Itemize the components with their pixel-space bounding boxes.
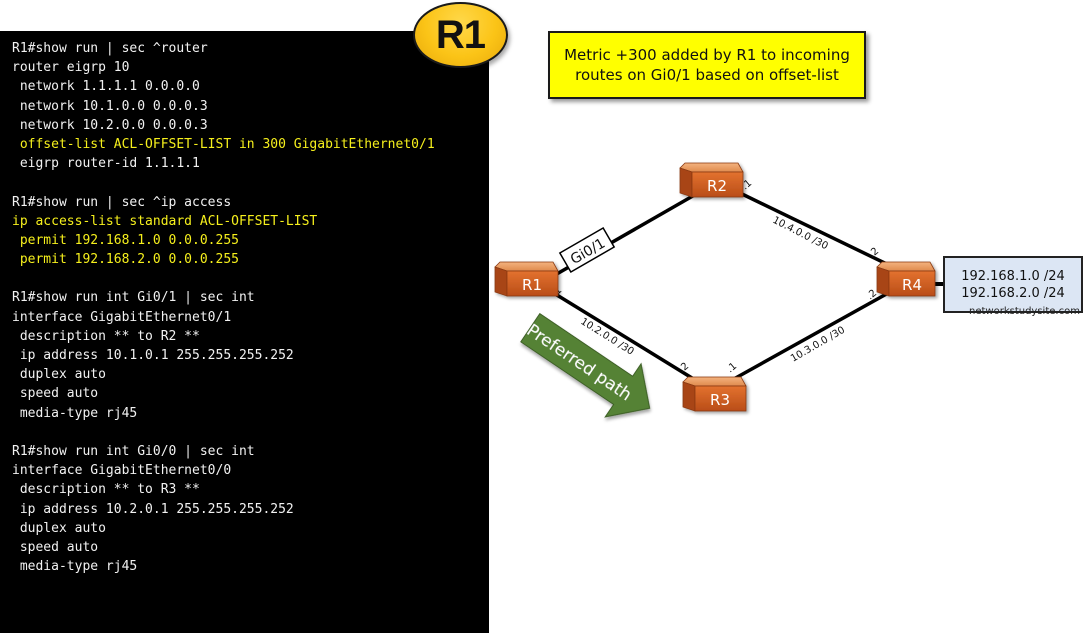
terminal-line: duplex auto [12,367,106,383]
terminal-line: offset-list ACL-OFFSET-LIST in 300 Gigab… [12,136,435,152]
interface-tag-gi0-1: Gi0/1 [558,226,616,274]
terminal-line: duplex auto [12,520,106,536]
metric-note: Metric +300 added by R1 to incoming rout… [548,31,866,99]
terminal-line: description ** to R2 ** [12,328,200,344]
ip-end-r3-r1: .2 [677,361,691,376]
terminal-line: R1#show run | sec ^router [12,41,208,56]
terminal-line: description ** to R3 ** [12,482,200,498]
terminal-line: ip address 10.2.0.1 255.255.255.252 [12,501,294,517]
terminal-line: network 1.1.1.1 0.0.0.0 [12,79,200,95]
router-r2-label: R2 [707,177,727,195]
terminal-line: R1#show run | sec ^ip access [12,194,232,210]
router-r1[interactable]: R1 [494,261,559,297]
ip-end-r3-r4: .1 [725,361,739,376]
terminal-line: permit 192.168.1.0 0.0.0.255 [12,232,239,248]
ip-end-r4-r2: .2 [867,246,881,261]
router-r3-label: R3 [710,391,730,409]
router-r4-label: R4 [902,276,922,294]
lan-networks-box: 192.168.1.0 /24 192.168.2.0 /24 [943,256,1083,313]
terminal-line: media-type rj45 [12,405,138,421]
terminal-line: router eigrp 10 [12,60,130,76]
router-r1-label: R1 [522,276,542,294]
terminal-line: network 10.2.0.0 0.0.0.3 [12,117,208,133]
router-r4[interactable]: R4 [876,261,936,297]
terminal-output: R1#show run | sec ^router router eigrp 10… [12,39,435,576]
terminal-line: permit 192.168.2.0 0.0.0.255 [12,252,239,268]
terminal-line: ip address 10.1.0.1 255.255.255.252 [12,348,294,363]
terminal-panel: R1#show run | sec ^router router eigrp 10… [0,31,489,633]
lan-network-1: 192.168.1.0 /24 [961,268,1065,284]
terminal-line: interface GigabitEthernet0/0 [12,463,232,479]
terminal-line: ip access-list standard ACL-OFFSET-LIST [12,213,318,229]
metric-note-line1: Metric +300 added by R1 to incoming [564,46,850,64]
device-badge-label: R1 [435,12,486,57]
terminal-line: eigrp router-id 1.1.1.1 [12,156,200,172]
lan-network-2: 192.168.2.0 /24 [961,285,1065,301]
device-badge: R1 [413,2,508,68]
link-r2-r4 [741,192,896,270]
terminal-line: speed auto [12,386,99,402]
terminal-line: R1#show run int Gi0/0 | sec int [12,443,255,459]
router-r2[interactable]: R2 [679,162,744,198]
metric-note-line2: routes on Gi0/1 based on offset-list [575,66,839,84]
link-r1-r3 [551,290,693,380]
link-r3-r4 [731,290,891,382]
terminal-line: R1#show run int Gi0/1 | sec int [12,290,255,306]
router-r3[interactable]: R3 [682,376,747,412]
terminal-line: media-type rj45 [12,559,138,575]
terminal-line: interface GigabitEthernet0/1 [12,309,232,325]
watermark: networkstudysite.com [969,306,1080,317]
terminal-line: network 10.1.0.0 0.0.0.3 [12,98,208,114]
terminal-line: speed auto [12,539,99,555]
